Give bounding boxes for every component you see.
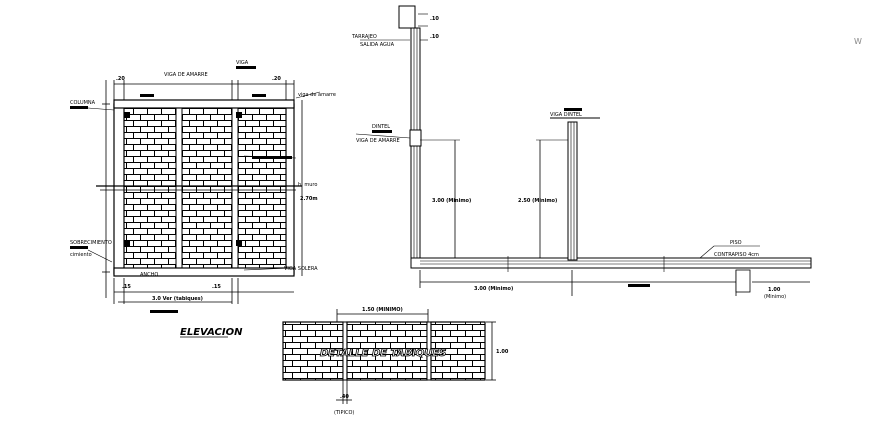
detail-bottom-dim: .40: [340, 394, 349, 400]
elev-bottom-dim: 3.0 Ver (tabiques): [152, 296, 203, 302]
elev-right-note-top: viga de amarre: [298, 92, 336, 98]
elev-right-note-bottom: VIGA SOLERA: [284, 266, 318, 272]
elev-bottom-left-small: .15: [122, 284, 131, 290]
elev-top-note2: VIGA: [236, 60, 249, 66]
elev-bottom-label: ANCHO: [140, 272, 158, 278]
detail-top-dim: 1.50 (MINIMO): [362, 307, 403, 313]
section-height-mid: 2.50 (Minimo): [518, 198, 557, 204]
section-top-note2: SALIDA AGUA: [360, 42, 395, 48]
elev-left-note-bottom: SOBRECIMIENTO: [70, 240, 112, 246]
section-bottom-dim-left: 3.00 (Minimo): [474, 286, 513, 292]
section-left-sub: VIGA DE AMARRE: [356, 138, 400, 144]
detail-view: 1.50 (MINIMO) 1.00 .40 (TIPICO) DETALLE …: [282, 307, 509, 416]
section-left-label: DINTEL: [372, 124, 390, 130]
section-bottom-dim-right: 1.00: [768, 287, 781, 293]
section-top-dim-2: .10: [430, 34, 439, 40]
elev-right-note-mid1: h. muro: [298, 182, 317, 188]
elev-bottom-right-small: .15: [212, 284, 221, 290]
watermark: W: [854, 37, 862, 46]
elevation-title: ELEVACION: [180, 327, 243, 338]
section-right-note: PISO: [730, 240, 742, 246]
elev-top-dim-right: .20: [272, 76, 281, 82]
section-bottom-dim-right2: (Minimo): [764, 294, 786, 300]
elev-top-note: VIGA DE AMARRE: [164, 72, 208, 78]
section-height-left: 3.00 (Minimo): [432, 198, 471, 204]
detail-right-dim: 1.00: [496, 349, 509, 355]
elevation-view: .20 .20 VIGA DE AMARRE VIGA COLUMNA SOBR…: [70, 60, 336, 338]
section-view: .10 .10 TARRAJEO SALIDA AGUA DINTEL VIGA…: [351, 5, 812, 300]
elev-left-note-top: COLUMNA: [70, 100, 96, 106]
detail-bottom-label: (TIPICO): [334, 410, 354, 416]
detail-title: DETALLE DE TABIQUES: [320, 348, 446, 359]
elev-top-dim-left: .20: [116, 76, 125, 82]
elev-left-note-bottom2: cimiento: [70, 252, 92, 258]
section-top-dim-1: .10: [430, 16, 439, 22]
elev-right-note-mid2: 2.70m: [300, 196, 318, 202]
section-mid-label: VIGA DINTEL: [550, 112, 582, 118]
section-top-note: TARRAJEO: [351, 34, 377, 40]
section-right-note2: CONTRAPISO 4cm: [714, 252, 759, 258]
